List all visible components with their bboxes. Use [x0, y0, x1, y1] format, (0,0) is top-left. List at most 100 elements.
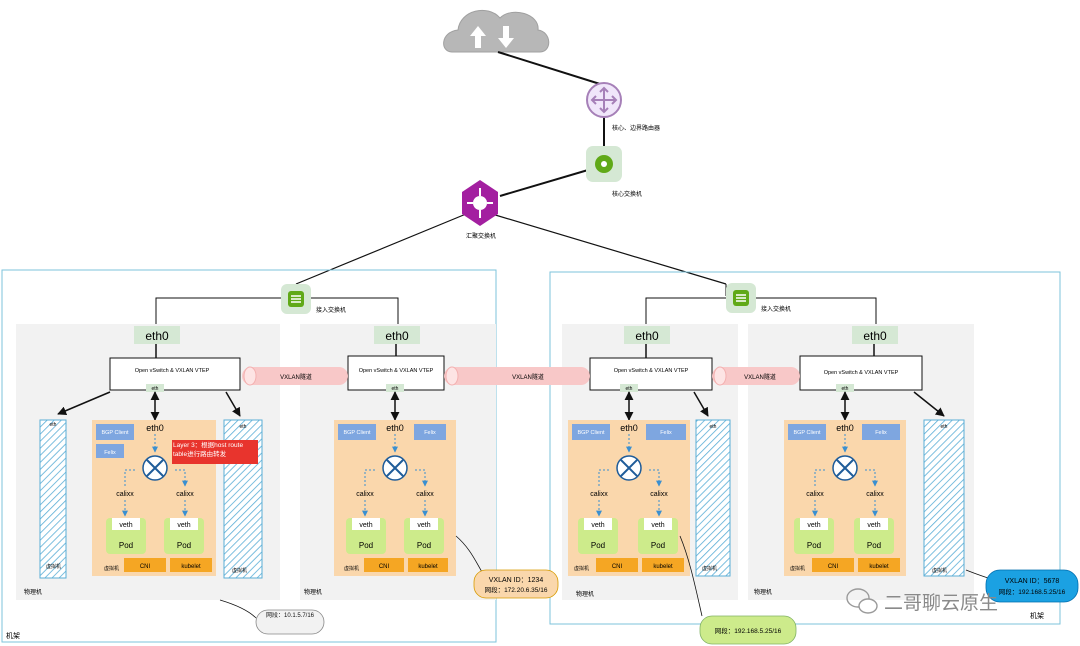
- calixx-left: calixx: [116, 491, 134, 498]
- ovs-label: Open vSwitch & VXLAN VTEP: [824, 370, 899, 376]
- access-switch-right-icon: [726, 283, 756, 313]
- rack-left-label: 机架: [6, 631, 20, 640]
- ovs-label: Open vSwitch & VXLAN VTEP: [359, 368, 434, 374]
- veth-right: veth: [417, 522, 430, 529]
- ovs-eth: eth: [392, 386, 399, 392]
- access-switch-left-icon: [281, 284, 311, 314]
- access-switch-left-label: 接入交换机: [316, 306, 346, 314]
- node-eth0: eth0: [386, 423, 404, 433]
- vm-right-eth: eth: [240, 424, 247, 430]
- rack-right-label: 机架: [1030, 611, 1044, 620]
- felix: Felix: [660, 430, 672, 436]
- kubelet: kubelet: [869, 564, 889, 570]
- eth0: eth0: [145, 329, 169, 343]
- internet-cloud-icon: [443, 9, 550, 53]
- pod-right: Pod: [867, 541, 881, 550]
- host-2: eth0 Open vSwitch & VXLAN VTEP eth BGP C…: [300, 324, 496, 600]
- physical-label: 物理机: [754, 588, 772, 596]
- ovs-eth: eth: [152, 386, 159, 392]
- vxlan2-callout: VXLAN ID：5678 网段：192.168.5.25/16: [985, 569, 1079, 603]
- vm-right-label: 虚拟机: [702, 565, 717, 572]
- bgp-client: BGP Client: [101, 430, 129, 436]
- calixx-left: calixx: [806, 491, 824, 498]
- vm-right-label: 虚拟机: [232, 567, 247, 574]
- cni: CNI: [612, 564, 623, 570]
- physical-label: 物理机: [576, 590, 594, 598]
- pod-left: Pod: [359, 541, 373, 550]
- vm-right: [923, 419, 965, 577]
- core-router-icon: [586, 82, 622, 118]
- cni: CNI: [140, 564, 151, 570]
- veth-right: veth: [651, 522, 664, 529]
- aggregation-switch-label: 汇聚交换机: [466, 232, 496, 240]
- node-vm-label: 虚拟机: [790, 565, 805, 572]
- node-eth0: eth0: [836, 423, 854, 433]
- vxlan2-id: VXLAN ID：5678: [1005, 578, 1060, 585]
- pod-left: Pod: [119, 541, 133, 550]
- vxlan-tunnel-label: VXLAN隧道: [512, 373, 544, 381]
- host-4: eth0 Open vSwitch & VXLAN VTEP eth BGP C…: [748, 324, 974, 600]
- vxlan1-id: VXLAN ID：1234: [489, 577, 544, 584]
- pod-right: Pod: [177, 541, 191, 550]
- bgp-client: BGP Client: [577, 430, 605, 436]
- vxlan2-segment: 网段：192.168.5.25/16: [999, 587, 1066, 596]
- node-eth0: eth0: [620, 423, 638, 433]
- access-switch-right-label: 接入交换机: [761, 305, 791, 313]
- vxlan1-segment: 网段：172.20.6.35/16: [485, 585, 548, 594]
- eth0: eth0: [863, 329, 887, 343]
- core-switch-label: 核心交换机: [612, 190, 642, 198]
- veth-left: veth: [119, 522, 132, 529]
- vm-left: [39, 419, 67, 579]
- pod-left: Pod: [807, 541, 821, 550]
- aggregation-switch-icon: [462, 180, 498, 226]
- bgp-client: BGP Client: [793, 430, 821, 436]
- veth-left: veth: [359, 522, 372, 529]
- vxlan-tunnel-3: VXLAN隧道: [712, 366, 800, 386]
- watermark-text: 二哥聊云原生: [884, 592, 998, 614]
- pod-left: Pod: [591, 541, 605, 550]
- layer3-annotation: Layer 3：根据host route table进行路由转发: [173, 442, 244, 458]
- vm-right-eth: eth: [941, 424, 948, 430]
- kubelet: kubelet: [181, 564, 201, 570]
- vxlan-tunnel-label: VXLAN隧道: [744, 373, 776, 381]
- cni: CNI: [828, 564, 839, 570]
- pod-right: Pod: [417, 541, 431, 550]
- vm-right-eth: eth: [710, 424, 717, 430]
- cni: CNI: [379, 564, 390, 570]
- ovs-label: Open vSwitch & VXLAN VTEP: [135, 368, 210, 374]
- kubelet: kubelet: [418, 564, 438, 570]
- vxlan-tunnel-label: VXLAN隧道: [280, 373, 312, 381]
- vm-right-label: 虚拟机: [932, 567, 947, 574]
- felix: Felix: [875, 430, 887, 436]
- bgp-client: BGP Client: [343, 430, 371, 436]
- calixx-right: calixx: [416, 491, 434, 498]
- vm-right: [695, 419, 731, 577]
- rack-right: [549, 271, 1061, 625]
- vxlan-tunnel-2: VXLAN隧道: [444, 366, 590, 386]
- felix: Felix: [104, 450, 116, 456]
- vm-left-eth: eth: [50, 422, 57, 428]
- calixx-right: calixx: [866, 491, 884, 498]
- segment-left-text: 网段：10.1.5.7/16: [265, 613, 315, 619]
- node-vm-label: 虚拟机: [574, 565, 589, 572]
- segment-left-callout: 网段：10.1.5.7/16: [255, 609, 325, 635]
- host-3: eth0 Open vSwitch & VXLAN VTEP eth BGP C…: [562, 324, 738, 600]
- felix: Felix: [424, 430, 436, 436]
- node-eth0: eth0: [146, 423, 164, 433]
- core-switch-icon: [586, 146, 622, 182]
- calixx-left: calixx: [356, 491, 374, 498]
- veth-right: veth: [867, 522, 880, 529]
- eth0: eth0: [635, 329, 659, 343]
- core-router-label: 核心、边界路由器: [612, 124, 660, 132]
- vxlan-tunnel-1: VXLAN隧道: [242, 366, 348, 386]
- node-vm-label: 虚拟机: [104, 565, 119, 572]
- ovs-eth: eth: [626, 386, 633, 392]
- wechat-icon: [846, 588, 878, 614]
- eth0: eth0: [385, 329, 409, 343]
- host-1: eth0 Open vSwitch & VXLAN VTEP eth eth 虚…: [16, 324, 280, 600]
- veth-left: veth: [807, 522, 820, 529]
- ovs-eth: eth: [842, 386, 849, 392]
- node-vm-label: 虚拟机: [344, 565, 359, 572]
- ovs-label: Open vSwitch & VXLAN VTEP: [614, 368, 689, 374]
